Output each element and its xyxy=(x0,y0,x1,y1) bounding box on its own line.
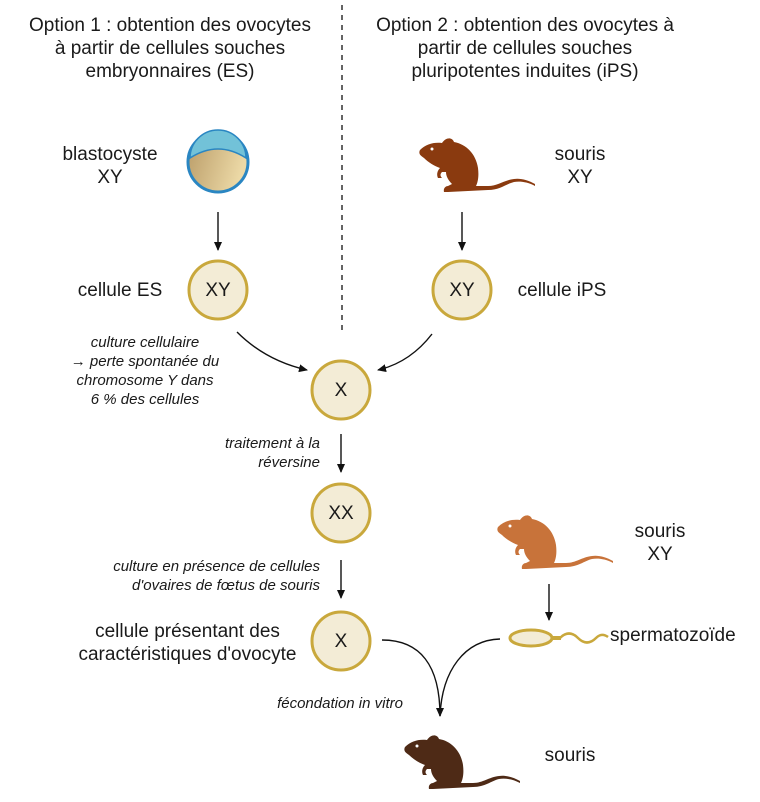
label-line: XY xyxy=(97,167,123,188)
step-line: → perte spontanée du xyxy=(70,353,220,370)
cell-ips xyxy=(431,259,493,321)
arrow xyxy=(381,639,444,717)
step-line: 6 % des cellules xyxy=(90,391,200,408)
fecondation-step-text: fécondation in vitro xyxy=(277,695,403,712)
spermatozoid-icon xyxy=(508,628,609,648)
mouse-icon xyxy=(497,515,613,569)
label-line: caractéristiques d'ovocyte xyxy=(78,644,297,665)
step-line: traitement à la xyxy=(224,435,320,452)
oocyte-label: cellule présentant des caractéristiques … xyxy=(70,620,305,666)
label-line: XY xyxy=(567,167,593,188)
cell-x xyxy=(310,359,372,421)
option-1-title: Option 1 : obtention des ovocytes à part… xyxy=(5,14,335,83)
cell-ips-chromosomes: XY xyxy=(449,280,475,301)
mouse-result-label: souris xyxy=(544,745,596,766)
title-line: pluripotentes induites (iPS) xyxy=(411,61,639,82)
arrow xyxy=(439,638,501,717)
mouse-male-label: souris XY xyxy=(625,520,695,566)
option-2-title: Option 2 : obtention des ovocytes à part… xyxy=(360,14,690,83)
mouse-icon xyxy=(404,735,520,789)
cell-xx-chromosomes: XX xyxy=(328,503,354,524)
cell-es xyxy=(187,259,249,321)
arrow xyxy=(236,331,308,373)
cell-ips-label: cellule iPS xyxy=(517,280,607,301)
mouse-icon xyxy=(419,138,535,192)
title-line: à partir de cellules souches xyxy=(54,38,286,59)
label-line: cellule présentant des xyxy=(95,621,280,642)
title-line: embryonnaires (ES) xyxy=(85,61,255,82)
cell-x-chromosomes: X xyxy=(334,380,348,401)
spermatozoid-label: spermatozoïde xyxy=(610,625,736,646)
title-line: Option 2 : obtention des ovocytes à xyxy=(376,15,674,36)
blastocyst-icon xyxy=(186,129,250,194)
reversine-step-text: traitement à la réversine xyxy=(180,434,320,472)
step-line: réversine xyxy=(258,454,320,471)
cell-oocyte-chromosomes: X xyxy=(334,631,348,652)
step-line: d'ovaires de fœtus de souris xyxy=(132,577,320,594)
step-line: culture cellulaire xyxy=(90,334,200,351)
cell-es-label: cellule ES xyxy=(77,280,163,301)
cell-es-chromosomes: XY xyxy=(205,280,231,301)
label-line: souris xyxy=(634,521,686,542)
mouse-top-label: souris XY xyxy=(545,143,615,189)
arrow xyxy=(377,333,433,373)
culture-step-text: culture cellulaire → perte spontanée du … xyxy=(65,333,225,409)
step-line: chromosome Y dans xyxy=(76,372,214,389)
title-line: Option 1 : obtention des ovocytes xyxy=(28,15,311,36)
ovaries-step-text: culture en présence de cellules d'ovaire… xyxy=(60,557,320,595)
label-line: XY xyxy=(647,544,673,565)
title-line: partir de cellules souches xyxy=(417,38,633,59)
cell-xx xyxy=(310,482,372,544)
label-line: blastocyste xyxy=(62,144,158,165)
cell-oocyte xyxy=(310,610,372,672)
step-line: culture en présence de cellules xyxy=(113,558,320,575)
blastocyst-label: blastocyste XY xyxy=(50,143,170,189)
label-line: souris xyxy=(554,144,606,165)
